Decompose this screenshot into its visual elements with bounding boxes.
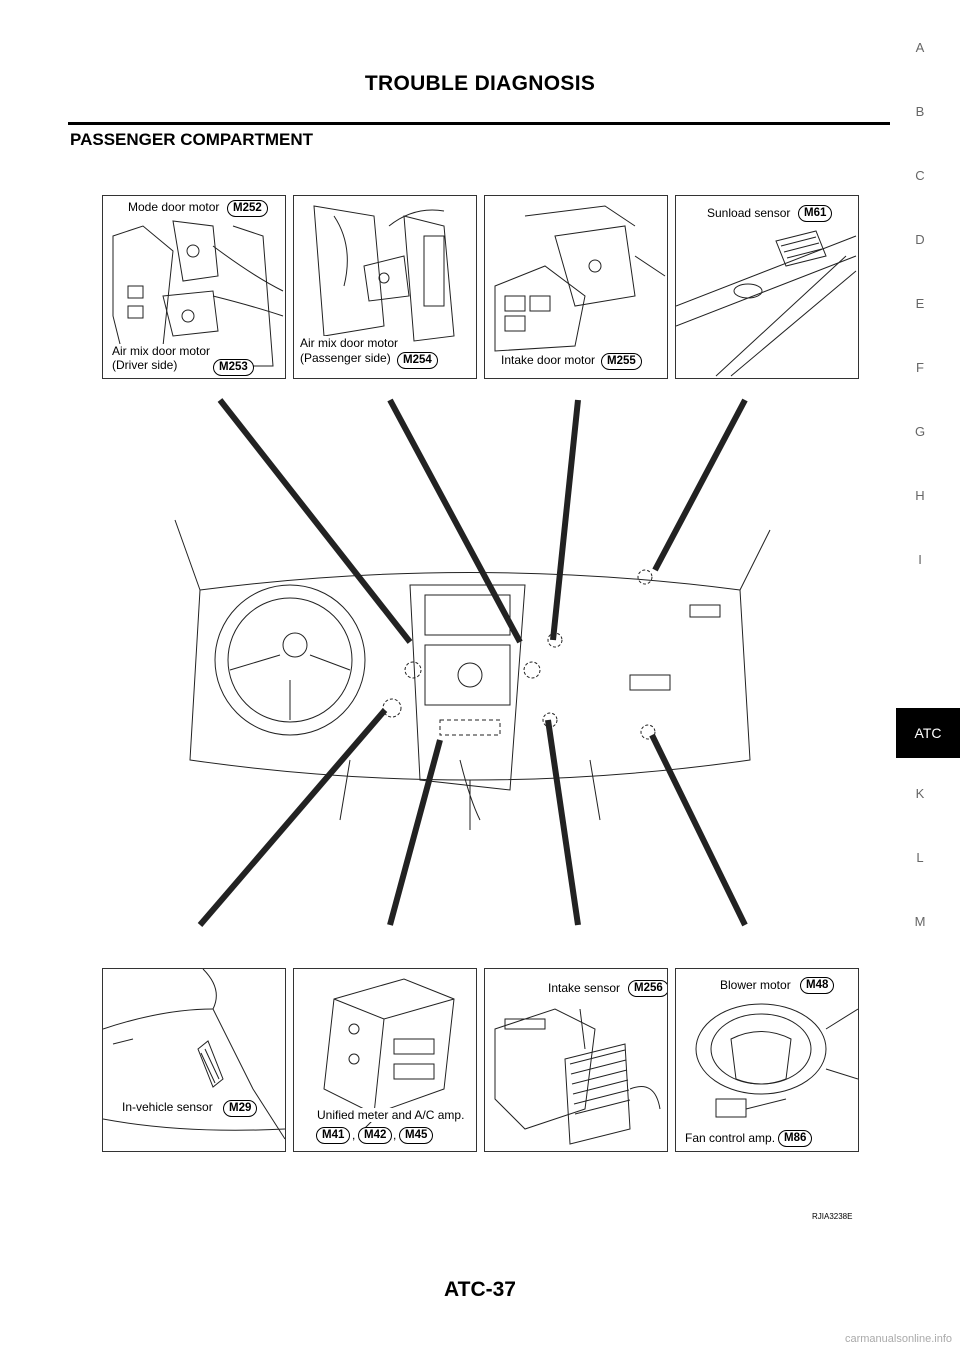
intake-door-motor-drawing — [494, 205, 666, 352]
section-title: PASSENGER COMPARTMENT — [70, 130, 314, 149]
sunload-sensor-drawing — [676, 230, 857, 377]
connector-separator-1: , — [352, 1128, 356, 1142]
connector-m45: M45 — [399, 1127, 434, 1144]
panel-in-vehicle-sensor: In-vehicle sensor M29 — [102, 968, 286, 1152]
side-index: A B C D E F G H I ATC K L M — [890, 0, 960, 1358]
side-index-h[interactable]: H — [915, 488, 925, 503]
side-index-l[interactable]: L — [916, 850, 924, 865]
page-header-title: TROUBLE DIAGNOSIS — [364, 72, 596, 95]
label-passenger-side: (Passenger side) — [299, 351, 392, 365]
unified-meter-ac-amp-drawing — [323, 978, 455, 1130]
connector-m255: M255 — [601, 353, 642, 370]
side-index-i[interactable]: I — [918, 552, 922, 567]
label-mode-door-motor: Mode door motor — [127, 200, 221, 214]
label-driver-side: (Driver side) — [111, 358, 179, 372]
label-fan-control-amp: Fan control amp. — [684, 1131, 777, 1145]
connector-m256: M256 — [628, 980, 667, 997]
label-intake-sensor: Intake sensor — [547, 981, 622, 995]
connector-m41: M41 — [316, 1127, 351, 1144]
side-index-d[interactable]: D — [915, 232, 925, 247]
panel-intake-door-motor: Intake door motor M255 — [484, 195, 668, 379]
label-air-mix-door-motor-driver: Air mix door motor — [111, 344, 212, 358]
figure-code: RJIA3238E — [812, 1212, 853, 1221]
connector-m61: M61 — [798, 205, 833, 222]
label-air-mix-door-motor-passenger: Air mix door motor — [299, 336, 400, 350]
air-mix-door-motor-passenger-drawing — [313, 205, 455, 342]
side-index-m[interactable]: M — [914, 914, 926, 929]
connector-m86: M86 — [778, 1130, 813, 1147]
label-sunload-sensor: Sunload sensor — [706, 206, 792, 220]
connector-m29: M29 — [223, 1100, 258, 1117]
side-index-atc-tab[interactable]: ATC — [896, 708, 960, 758]
connector-m48: M48 — [800, 977, 835, 994]
dashboard-drawing — [174, 398, 771, 927]
side-index-b[interactable]: B — [915, 104, 925, 119]
footer-watermark[interactable]: carmanualsonline.info — [844, 1333, 952, 1345]
side-index-g[interactable]: G — [914, 424, 926, 439]
connector-m42: M42 — [358, 1127, 393, 1144]
side-index-k[interactable]: K — [915, 786, 925, 801]
side-index-f[interactable]: F — [916, 360, 924, 375]
label-blower-motor: Blower motor — [719, 978, 792, 992]
side-index-c[interactable]: C — [915, 168, 925, 183]
panel-sunload-sensor: Sunload sensor M61 — [675, 195, 859, 379]
panel-intake-sensor: Intake sensor M256 — [484, 968, 668, 1152]
header-rule — [68, 122, 890, 125]
connector-separator-2: , — [393, 1128, 397, 1142]
page-number: ATC-37 — [444, 1278, 516, 1301]
label-in-vehicle-sensor: In-vehicle sensor — [121, 1100, 214, 1114]
panel-blower-motor: Blower motor M48 Fan control amp. M86 — [675, 968, 859, 1152]
label-intake-door-motor: Intake door motor — [500, 353, 597, 367]
in-vehicle-sensor-drawing — [103, 969, 285, 1140]
panel-mode-door-motor: Mode door motor M252 Air mix door motor … — [102, 195, 286, 379]
label-unified-meter-ac-amp: Unified meter and A/C amp. — [316, 1108, 466, 1122]
panel-air-mix-door-motor-passenger: Air mix door motor (Passenger side) M254 — [293, 195, 477, 379]
side-index-e[interactable]: E — [915, 296, 925, 311]
blower-motor-drawing — [695, 1003, 858, 1118]
side-index-a[interactable]: A — [915, 40, 925, 55]
connector-m253: M253 — [213, 359, 254, 376]
connector-m254: M254 — [397, 352, 438, 369]
connector-m252: M252 — [227, 200, 268, 217]
panel-unified-meter-ac-amp: Unified meter and A/C amp. M41 , M42 , M… — [293, 968, 477, 1152]
intake-sensor-drawing — [494, 1008, 661, 1145]
